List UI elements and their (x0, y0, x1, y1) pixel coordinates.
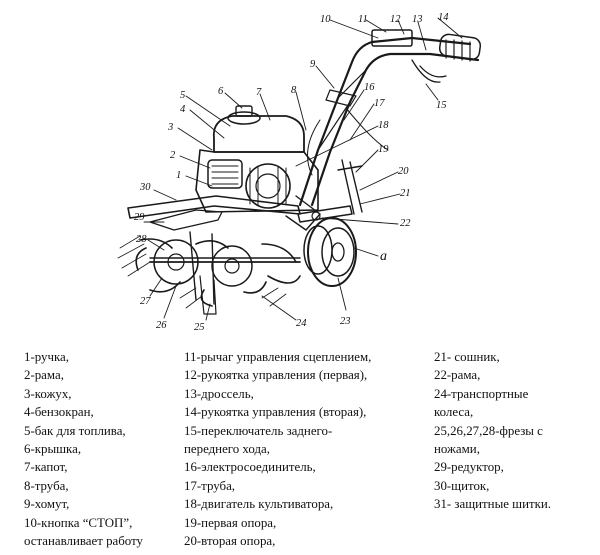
legend-item: 29-редуктор, (434, 460, 504, 475)
callout-21: 21 (400, 188, 411, 199)
legend-item: 21- сошник, (434, 350, 500, 364)
legend-item: 10-кнопка “СТОП”, (24, 515, 133, 530)
callout-25: 25 (194, 322, 205, 333)
legend-item: ножами, (434, 442, 480, 457)
callout-12: 12 (390, 14, 401, 25)
legend-item: 15-переключатель заднего- (184, 423, 333, 438)
callout-30: 30 (139, 182, 151, 193)
callout-15: 15 (436, 100, 447, 111)
callout-5: 5 (180, 90, 185, 101)
legend-column-1: 1-ручка, 2-рама, 3-кожух, 4-бензокран, 5… (24, 348, 143, 550)
legend-item: 11-рычаг управления сцеплением, (184, 350, 372, 364)
callout-17: 17 (374, 98, 385, 109)
shield (127, 195, 301, 231)
cultivator-drawing: 1 2 3 4 5 6 7 8 9 10 11 12 13 14 15 16 1… (117, 12, 482, 333)
legend-item: 16-электросоединитель, (184, 460, 316, 475)
legend-item: 13-дроссель, (184, 386, 254, 401)
callout-7: 7 (256, 87, 262, 98)
legend-item: 18-двигатель культиватора, (184, 497, 334, 512)
legend-column-3: 21- сошник, 22-рама, 24-транспортные кол… (434, 348, 551, 514)
legend-item: 24-транспортные (434, 386, 529, 401)
legend-item: 1-ручка, (24, 350, 69, 364)
callout-29: 29 (134, 212, 145, 223)
legend-item: 20-вторая опора, (184, 534, 276, 549)
callout-16: 16 (364, 82, 375, 93)
legend-column-2: 11-рычаг управления сцеплением, 12-рукоя… (184, 348, 371, 550)
legend-item: переднего хода, (184, 442, 270, 457)
legend-item: 7-капот, (24, 460, 68, 475)
callout-13: 13 (412, 14, 423, 25)
legend-item: 25,26,27,28-фрезы с (434, 423, 543, 438)
callout-23: 23 (340, 316, 351, 327)
legend-item: колеса, (434, 405, 474, 420)
callout-a: a (380, 249, 387, 264)
callout-10: 10 (320, 14, 331, 25)
callout-26: 26 (156, 320, 167, 331)
legend-item: 22-рама, (434, 368, 481, 383)
legend-item: 5-бак для топлива, (24, 423, 126, 438)
legend-item: 31- защитные шитки. (434, 497, 552, 512)
callout-labels: 1 2 3 4 5 6 7 8 9 10 11 12 13 14 15 16 1… (134, 12, 449, 333)
legend-item: 4-бензокран, (24, 405, 94, 420)
legend-item: 2-рама, (24, 368, 64, 383)
legend-item: 17-труба, (184, 478, 236, 493)
callout-14: 14 (438, 12, 449, 23)
ground-shading (117, 235, 287, 309)
callout-6: 6 (218, 86, 224, 97)
legend-item: 9-хомут, (24, 497, 70, 512)
legend-item: 14-рукоятка управления (вторая), (184, 405, 367, 420)
legend-item: 30-щиток, (434, 478, 490, 493)
callout-9: 9 (310, 59, 316, 70)
handlebar (298, 29, 482, 207)
legend-item: 3-кожух, (24, 386, 72, 401)
callout-27: 27 (140, 296, 151, 307)
legend-item: 19-первая опора, (184, 515, 277, 530)
transport-wheels (297, 159, 363, 287)
callout-20: 20 (398, 166, 409, 177)
legend-item: останавливает работу (24, 534, 143, 549)
legend: 1-ручка, 2-рама, 3-кожух, 4-бензокран, 5… (0, 345, 600, 555)
callout-1: 1 (176, 170, 181, 181)
leader-lines (143, 17, 463, 321)
legend-item: 8-труба, (24, 478, 69, 493)
callout-22: 22 (400, 218, 411, 229)
callout-19: 19 (378, 144, 389, 155)
callout-4: 4 (180, 104, 186, 115)
callout-28: 28 (136, 234, 147, 245)
cultivator-diagram: 1 2 3 4 5 6 7 8 9 10 11 12 13 14 15 16 1… (117, 12, 482, 333)
engine-assembly (195, 105, 321, 231)
legend-item: 12-рукоятка управления (первая), (184, 368, 368, 383)
callout-3: 3 (167, 122, 173, 133)
callout-2: 2 (170, 150, 176, 161)
callout-24: 24 (296, 318, 307, 329)
callout-18: 18 (378, 120, 389, 131)
callout-11: 11 (358, 14, 368, 25)
legend-item: 6-крышка, (24, 442, 82, 457)
callout-8: 8 (291, 85, 297, 96)
